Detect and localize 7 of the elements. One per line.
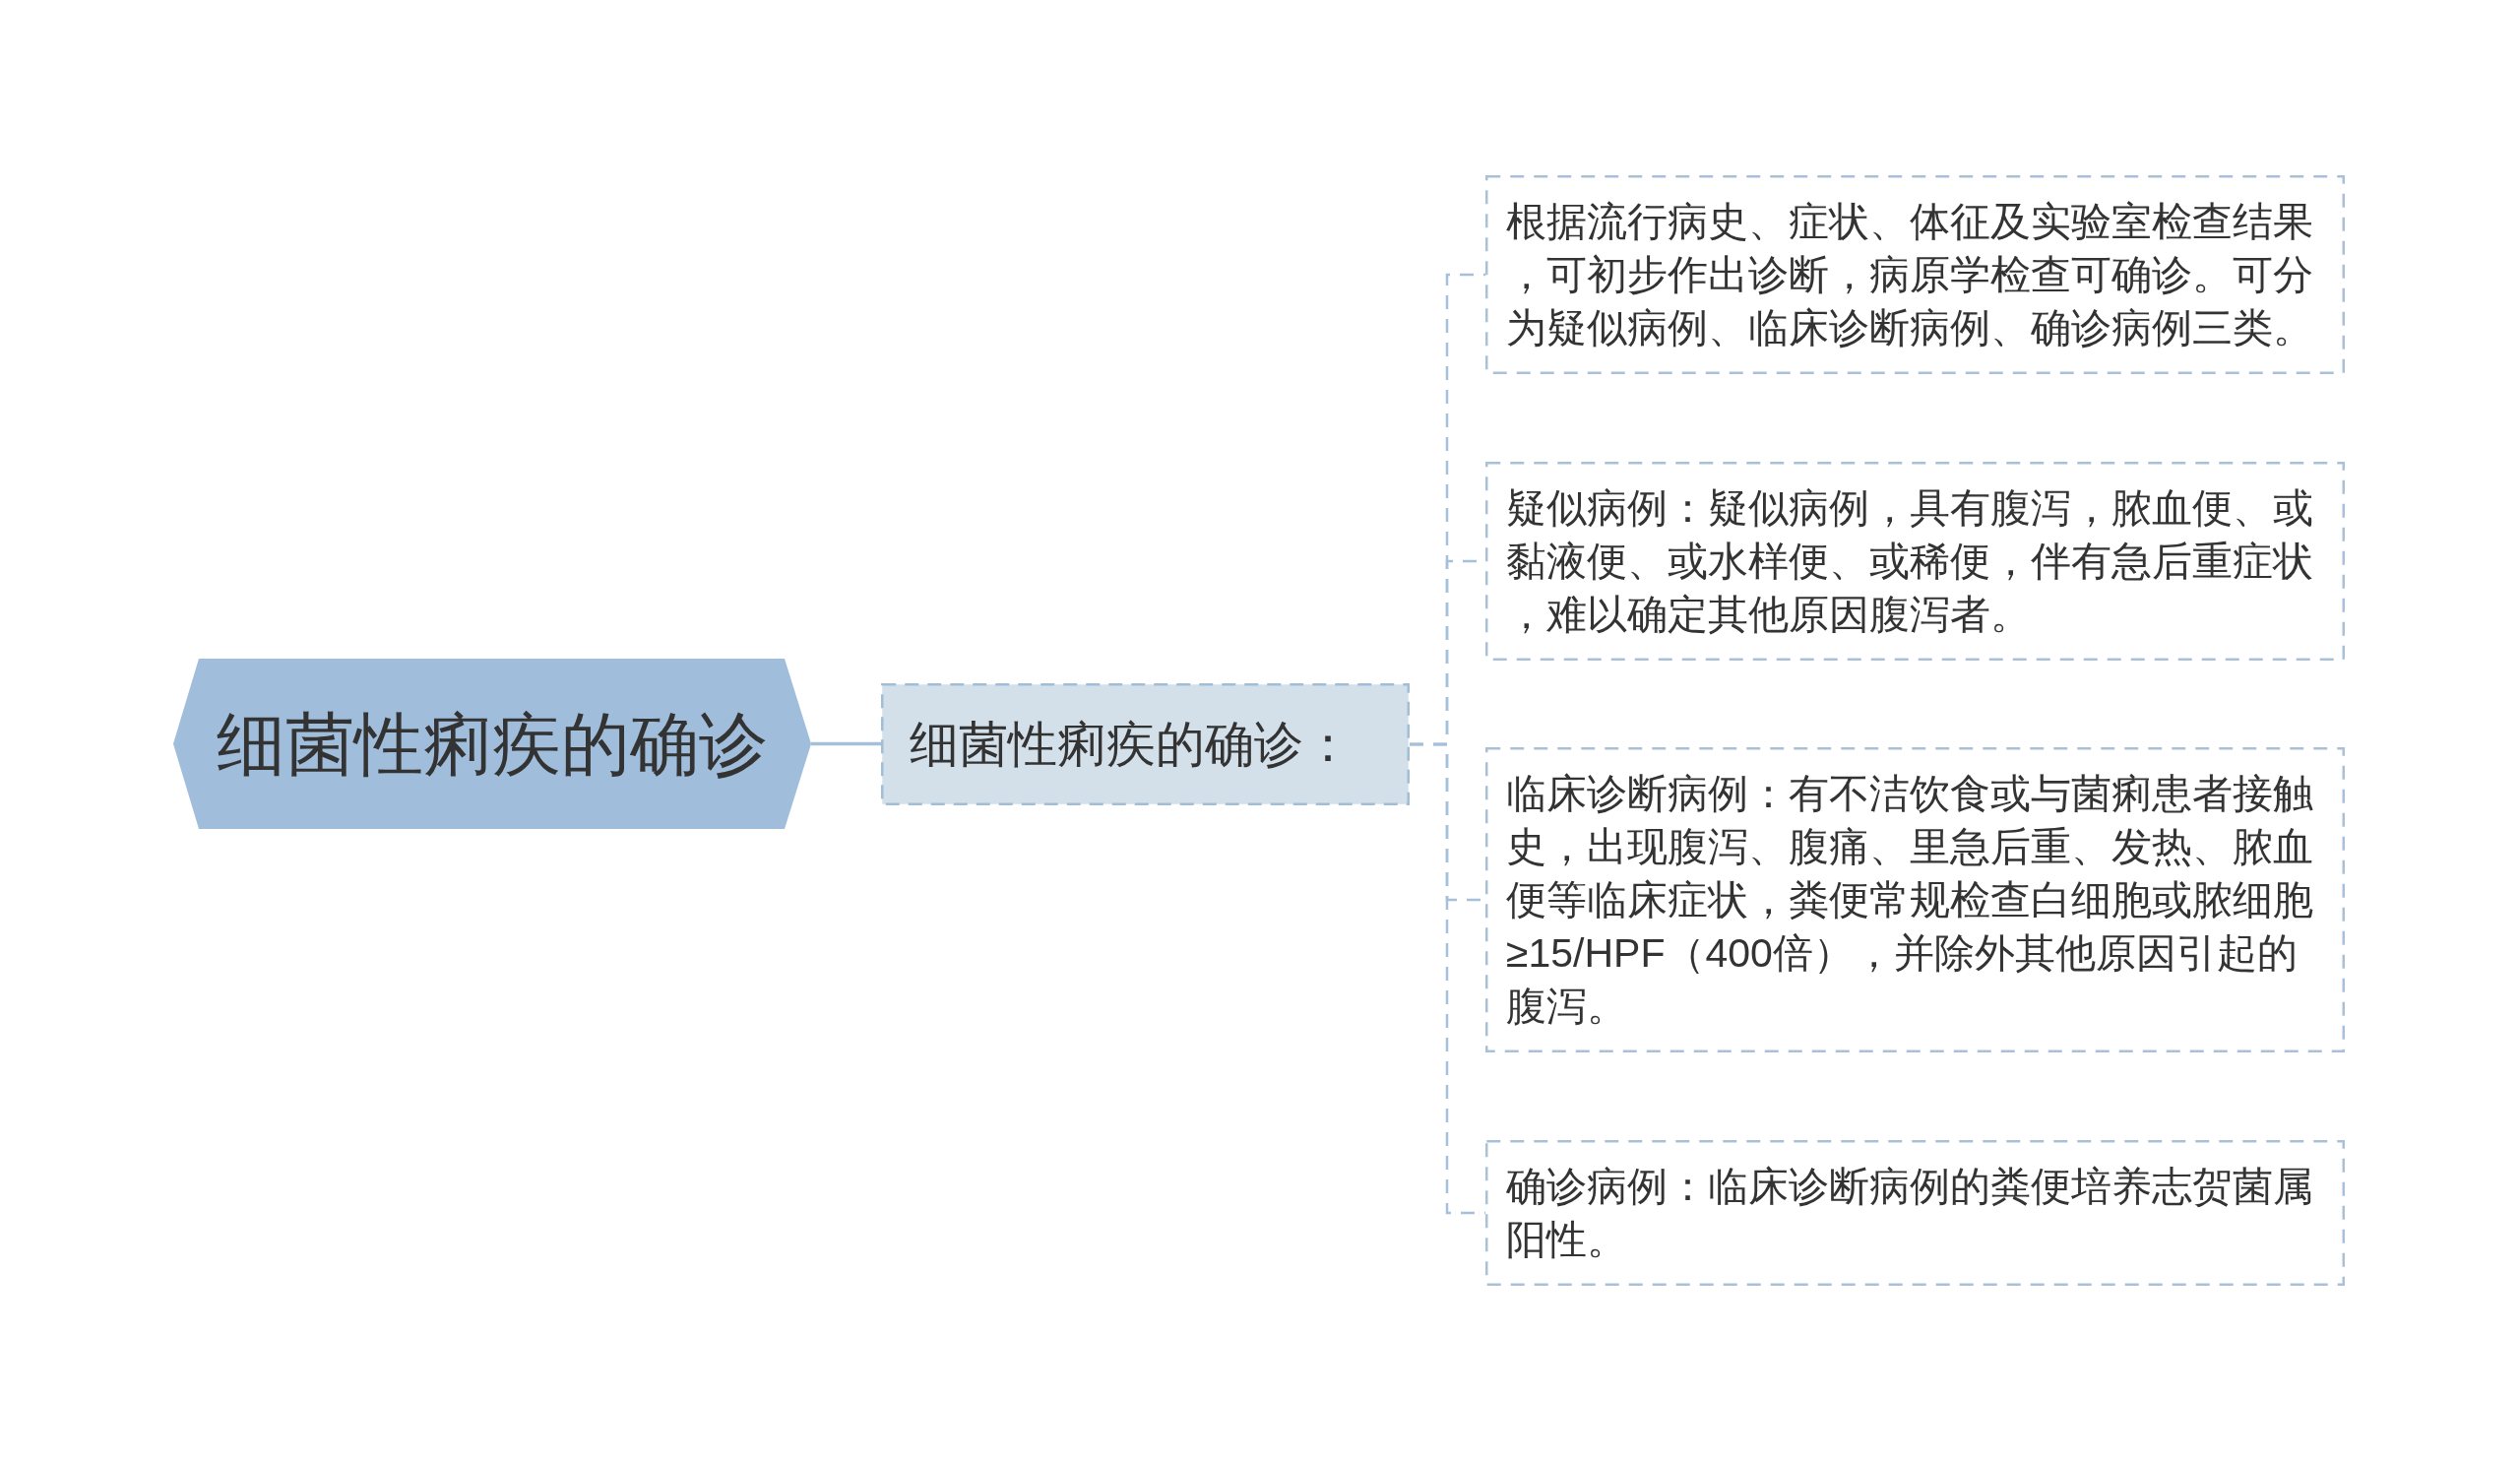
topic-hexagon: 细菌性痢疾的确诊 bbox=[173, 659, 811, 829]
text-box: 临床诊断病例：有不洁饮食或与菌痢患者接触史，出现腹泻、腹痛、里急后重、发热、脓血便等临床症状，粪便常规检查白细胞或脓细胞≥15/HPF（400倍），并除外其他原因引起的腹泻。 bbox=[1485, 747, 2345, 1052]
text-box: 疑似病例：疑似病例，具有腹泻，脓血便、或黏液便、或水样便、或稀便，伴有急后重症状，难以确定其他原因腹泻者。 bbox=[1485, 462, 2345, 661]
connector-line bbox=[811, 741, 881, 746]
text-box: 确诊病例：临床诊断病例的粪便培养志贺菌属阳性。 bbox=[1485, 1140, 2345, 1286]
subtopic-box: 细菌性痢疾的确诊： bbox=[881, 683, 1410, 805]
text-box: 根据流行病史、症状、体征及实验室检查结果，可初步作出诊断，病原学检查可确诊。可分为疑似病例、临床诊断病例、确诊病例三类。 bbox=[1485, 175, 2345, 374]
